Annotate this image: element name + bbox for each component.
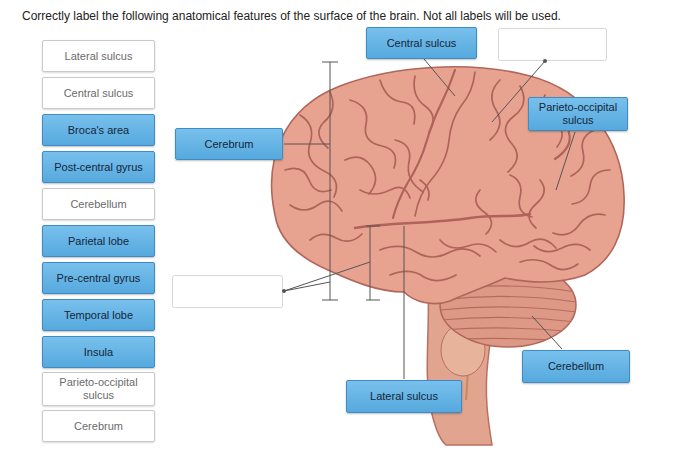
label-text: Broca's area xyxy=(68,124,129,137)
label-text: Temporal lobe xyxy=(64,309,133,322)
title-text: Correctly label the following anatomical… xyxy=(22,9,561,23)
label-tile: Parietal lobe xyxy=(42,225,155,257)
drop-box xyxy=(499,29,607,61)
label-text: Central sulcus xyxy=(387,37,457,50)
label-text: Post-central gyrus xyxy=(54,161,143,174)
leader-line xyxy=(284,282,330,291)
label-text: Parieto-occipital sulcus xyxy=(49,376,148,401)
label-tile: Broca's area xyxy=(42,114,155,146)
label-tile: Insula xyxy=(42,336,155,368)
leader-line xyxy=(404,226,405,379)
label-tile: Temporal lobe xyxy=(42,299,155,331)
label-text: Insula xyxy=(84,346,113,359)
label-text: Lateral sulcus xyxy=(370,390,438,403)
label-tile: Pre-central gyrus xyxy=(42,262,155,294)
used-label-tile: Lateral sulcus xyxy=(42,40,155,72)
leader-line xyxy=(284,144,330,145)
leader-line xyxy=(284,262,370,291)
label-text: Parieto-occipital sulcus xyxy=(535,101,621,126)
label-tile: Central sulcus xyxy=(366,27,477,59)
label-tile: Parieto-occipital sulcus xyxy=(528,97,628,131)
label-tile: Post-central gyrus xyxy=(42,151,155,183)
label-text: Cerebellum xyxy=(70,198,126,211)
label-text: Parietal lobe xyxy=(68,235,129,248)
leader-dot xyxy=(543,59,547,63)
label-text: Cerebrum xyxy=(205,138,254,151)
leader-dot xyxy=(282,289,286,293)
used-label-tile: Central sulcus xyxy=(42,77,155,109)
leader-line xyxy=(556,132,575,190)
leader-line xyxy=(532,316,562,349)
instruction-title: Correctly label the following anatomical… xyxy=(22,9,561,23)
label-tile: Cerebellum xyxy=(522,350,630,383)
label-text: Cerebrum xyxy=(74,420,123,433)
label-text: Lateral sulcus xyxy=(65,50,133,63)
used-label-tile: Cerebrum xyxy=(42,410,155,442)
bracket xyxy=(322,62,338,300)
cerebrum-shape xyxy=(272,67,625,304)
label-text: Central sulcus xyxy=(64,87,134,100)
label-text: Cerebellum xyxy=(548,360,604,373)
label-tile: Lateral sulcus xyxy=(346,380,462,413)
used-label-tile: Parieto-occipital sulcus xyxy=(42,372,155,406)
drop-box xyxy=(173,276,283,308)
used-label-tile: Cerebellum xyxy=(42,188,155,220)
label-text: Pre-central gyrus xyxy=(57,272,141,285)
leader-line xyxy=(424,59,455,96)
label-tile: Cerebrum xyxy=(175,128,283,160)
